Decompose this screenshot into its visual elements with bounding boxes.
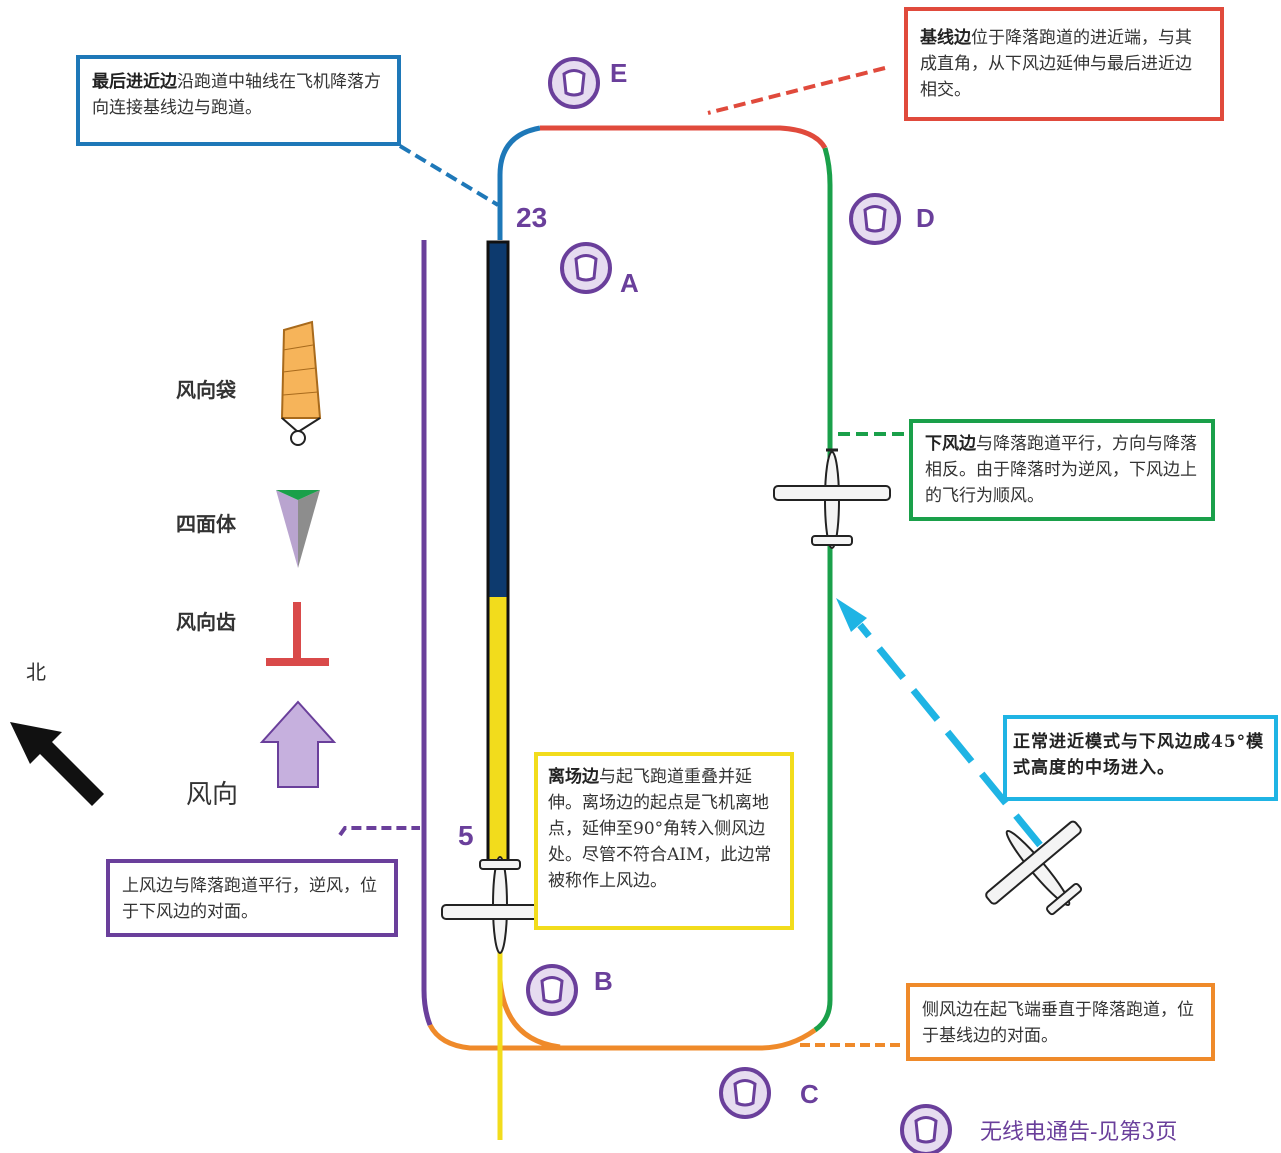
final-approach-leg [497, 125, 541, 240]
entry-arrow-line [857, 622, 1043, 848]
marker-label-b: B [594, 966, 613, 996]
tetrahedron-label: 四面体 [176, 512, 236, 536]
north-arrow-icon [10, 722, 104, 806]
final-leader [398, 144, 500, 207]
crosswind-leg [427, 1023, 817, 1051]
radio-marker-icon-d [849, 193, 901, 245]
downwind-leg [813, 147, 833, 1033]
base-leg [540, 125, 828, 150]
departure-callout: 离场边与起飞跑道重叠并延伸。离场边的起点是飞机离地点，延伸至90°角转入侧风边处… [534, 752, 794, 930]
radio-marker-icon-c [719, 1067, 771, 1119]
radio-marker-icon-b [526, 964, 578, 1016]
runway-number-5: 5 [458, 820, 474, 851]
downwind-callout: 下风边与降落跑道平行，方向与降落相反。由于降落时为逆风，下风边上的飞行为顺风。 [909, 419, 1215, 521]
radio-marker-icon-e [548, 57, 600, 109]
windsock-label: 风向袋 [176, 378, 236, 402]
final-approach-callout: 最后进近边沿跑道中轴线在飞机降落方向连接基线边与跑道。 [76, 55, 401, 146]
upwind-leader [338, 826, 420, 837]
radio-marker-icon-a [560, 242, 612, 294]
upwind-leg [421, 240, 433, 1026]
radio-marker-icon-note [900, 1104, 952, 1153]
entry-arrowhead [836, 598, 867, 632]
runway-number-23: 23 [516, 202, 548, 233]
marker-label-c: C [800, 1079, 819, 1109]
north-label: 北 [26, 660, 46, 684]
runway-lower [488, 597, 508, 867]
windsock-icon [280, 320, 322, 446]
marker-label-e: E [610, 58, 628, 88]
crosswind-callout: 侧风边在起飞端垂直于降落跑道，位于基线边的对面。 [906, 983, 1215, 1061]
marker-label-d: D [916, 203, 935, 233]
airplane-entry [985, 820, 1083, 916]
upwind-callout: 上风边与降落跑道平行，逆风，位于下风边的对面。 [106, 859, 398, 937]
wind-tee-icon [266, 602, 329, 666]
wind-direction-label: 风向 [186, 780, 239, 810]
airplane-departure [441, 856, 559, 954]
base-leader [707, 66, 886, 115]
wind-tee-label: 风向齿 [176, 610, 236, 634]
base-leg-callout: 基线边位于降落跑道的进近端，与其成直角，从下风边延伸与最后进近边相交。 [904, 7, 1224, 121]
airplane-downwind [773, 448, 891, 549]
wind-direction-arrow-icon [259, 700, 337, 788]
radio-note: 无线电通告-见第3页 [980, 1120, 1178, 1145]
tetrahedron-icon [276, 490, 320, 568]
runway-upper [488, 242, 508, 597]
entry-callout: 正常进近模式与下风边成45°模式高度的中场进入。 [1003, 715, 1278, 801]
marker-label-a: A [620, 268, 639, 298]
